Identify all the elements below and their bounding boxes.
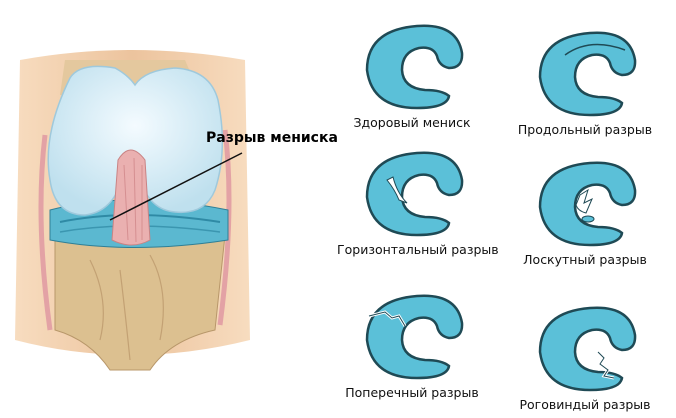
meniscus-tear-callout: Разрыв мениска <box>206 130 338 146</box>
meniscus-type-horizontal: Горизонтальный разрыв <box>337 145 499 257</box>
knee-anatomy-drawing <box>15 50 250 371</box>
flap-tear-icon <box>538 161 637 247</box>
longitudinal-tear-icon <box>538 31 637 117</box>
type-label: Горизонтальный разрыв <box>337 242 499 257</box>
healthy-meniscus-icon <box>365 24 464 110</box>
meniscus-type-flap: Лоскутный разрыв <box>510 155 660 267</box>
meniscus-type-longitudinal: Продольный разрыв <box>510 25 660 137</box>
meniscus-type-radial: Поперечный разрыв <box>337 288 487 400</box>
type-label: Роговиндый разрыв <box>519 397 651 412</box>
type-label: Поперечный разрыв <box>345 385 479 400</box>
radial-tear-icon <box>365 294 464 380</box>
type-label: Продольный разрыв <box>517 122 653 137</box>
horn-tear-icon <box>538 306 637 392</box>
type-label: Лоскутный разрыв <box>523 252 647 267</box>
type-label: Здоровый мениск <box>353 115 471 130</box>
horizontal-tear-icon <box>365 151 464 237</box>
knee-joint-illustration <box>0 40 260 385</box>
meniscus-type-healthy: Здоровый мениск <box>337 18 487 130</box>
meniscus-type-horn: Роговиндый разрыв <box>510 300 660 412</box>
